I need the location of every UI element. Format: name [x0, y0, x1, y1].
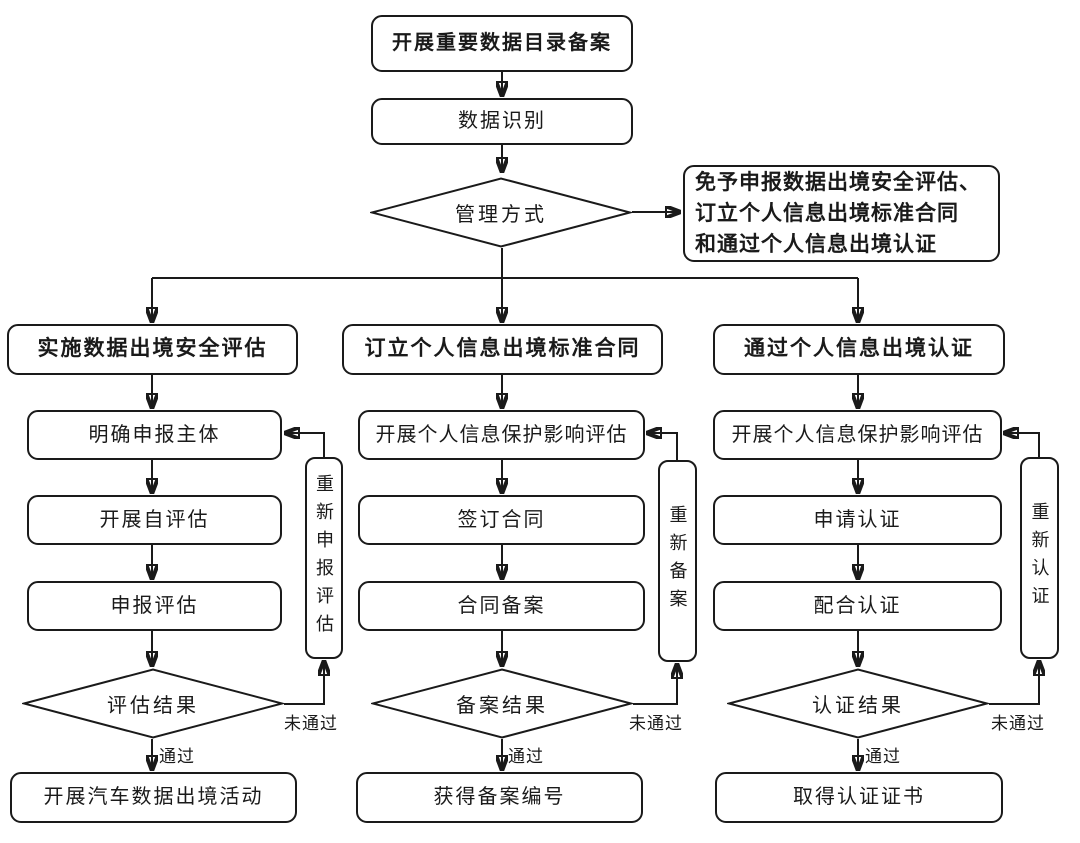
edge-label-fail-assessment: 未通过: [284, 714, 338, 733]
diamond-shape: [727, 668, 989, 739]
retry-assessment-label: 重新申报评估: [314, 474, 334, 642]
node-assessment-step-1: 明确申报主体: [27, 410, 282, 460]
diamond-shape: [371, 668, 633, 739]
node-outcome-certification: 取得认证证书: [715, 772, 1003, 823]
retry-certification-label: 重新认证: [1029, 502, 1050, 614]
decision-certification-label: 认证结果: [812, 695, 904, 717]
decision-certification-result: 认证结果: [727, 668, 989, 739]
node-certification-step-1: 开展个人信息保护影响评估: [713, 410, 1002, 460]
decision-assessment-label: 评估结果: [107, 695, 199, 717]
node-retry-assessment: 重新申报评估: [305, 457, 343, 659]
decision-assessment-result: 评估结果: [22, 668, 284, 739]
decision-management-label: 管理方式: [455, 204, 547, 226]
node-exemption-note: 免予申报数据出境安全评估、 订立个人信息出境标准合同 和通过个人信息出境认证: [683, 165, 1000, 262]
diamond-shape: [370, 177, 632, 248]
node-outcome-contract: 获得备案编号: [356, 772, 643, 823]
node-start: 开展重要数据目录备案: [371, 15, 633, 72]
assessment-connectors: [152, 375, 324, 767]
node-contract-step-2: 签订合同: [358, 495, 645, 545]
branch-split-connectors: [152, 248, 858, 319]
node-assessment-step-3: 申报评估: [27, 581, 282, 631]
edge-label-pass-assessment: 通过: [159, 747, 195, 766]
branch-header-contract: 订立个人信息出境标准合同: [342, 324, 663, 375]
node-data-identification: 数据识别: [371, 98, 633, 145]
decision-management-method: 管理方式: [370, 177, 632, 248]
branch-header-assessment: 实施数据出境安全评估: [7, 324, 298, 375]
contract-connectors: [502, 375, 677, 767]
branch-header-certification: 通过个人信息出境认证: [713, 324, 1005, 375]
diamond-shape: [22, 668, 284, 739]
edge-label-pass-contract: 通过: [508, 747, 544, 766]
edge-label-fail-contract: 未通过: [629, 714, 683, 733]
exemption-line-1: 免予申报数据出境安全评估、: [695, 171, 981, 194]
exemption-line-3: 和通过个人信息出境认证: [695, 233, 937, 256]
node-retry-contract: 重新备案: [658, 460, 697, 662]
certification-connectors: [858, 375, 1039, 767]
node-outcome-assessment: 开展汽车数据出境活动: [10, 772, 297, 823]
node-certification-step-3: 配合认证: [713, 581, 1002, 631]
decision-contract-result: 备案结果: [371, 668, 633, 739]
edge-label-pass-certification: 通过: [865, 747, 901, 766]
top-chain-connectors: [502, 72, 677, 212]
node-assessment-step-2: 开展自评估: [27, 495, 282, 545]
decision-contract-label: 备案结果: [456, 695, 548, 717]
node-contract-step-1: 开展个人信息保护影响评估: [358, 410, 645, 460]
exemption-line-2: 订立个人信息出境标准合同: [695, 202, 959, 225]
edge-label-fail-certification: 未通过: [991, 714, 1045, 733]
node-contract-step-3: 合同备案: [358, 581, 645, 631]
node-certification-step-2: 申请认证: [713, 495, 1002, 545]
node-retry-certification: 重新认证: [1020, 457, 1059, 659]
retry-contract-label: 重新备案: [667, 505, 688, 617]
